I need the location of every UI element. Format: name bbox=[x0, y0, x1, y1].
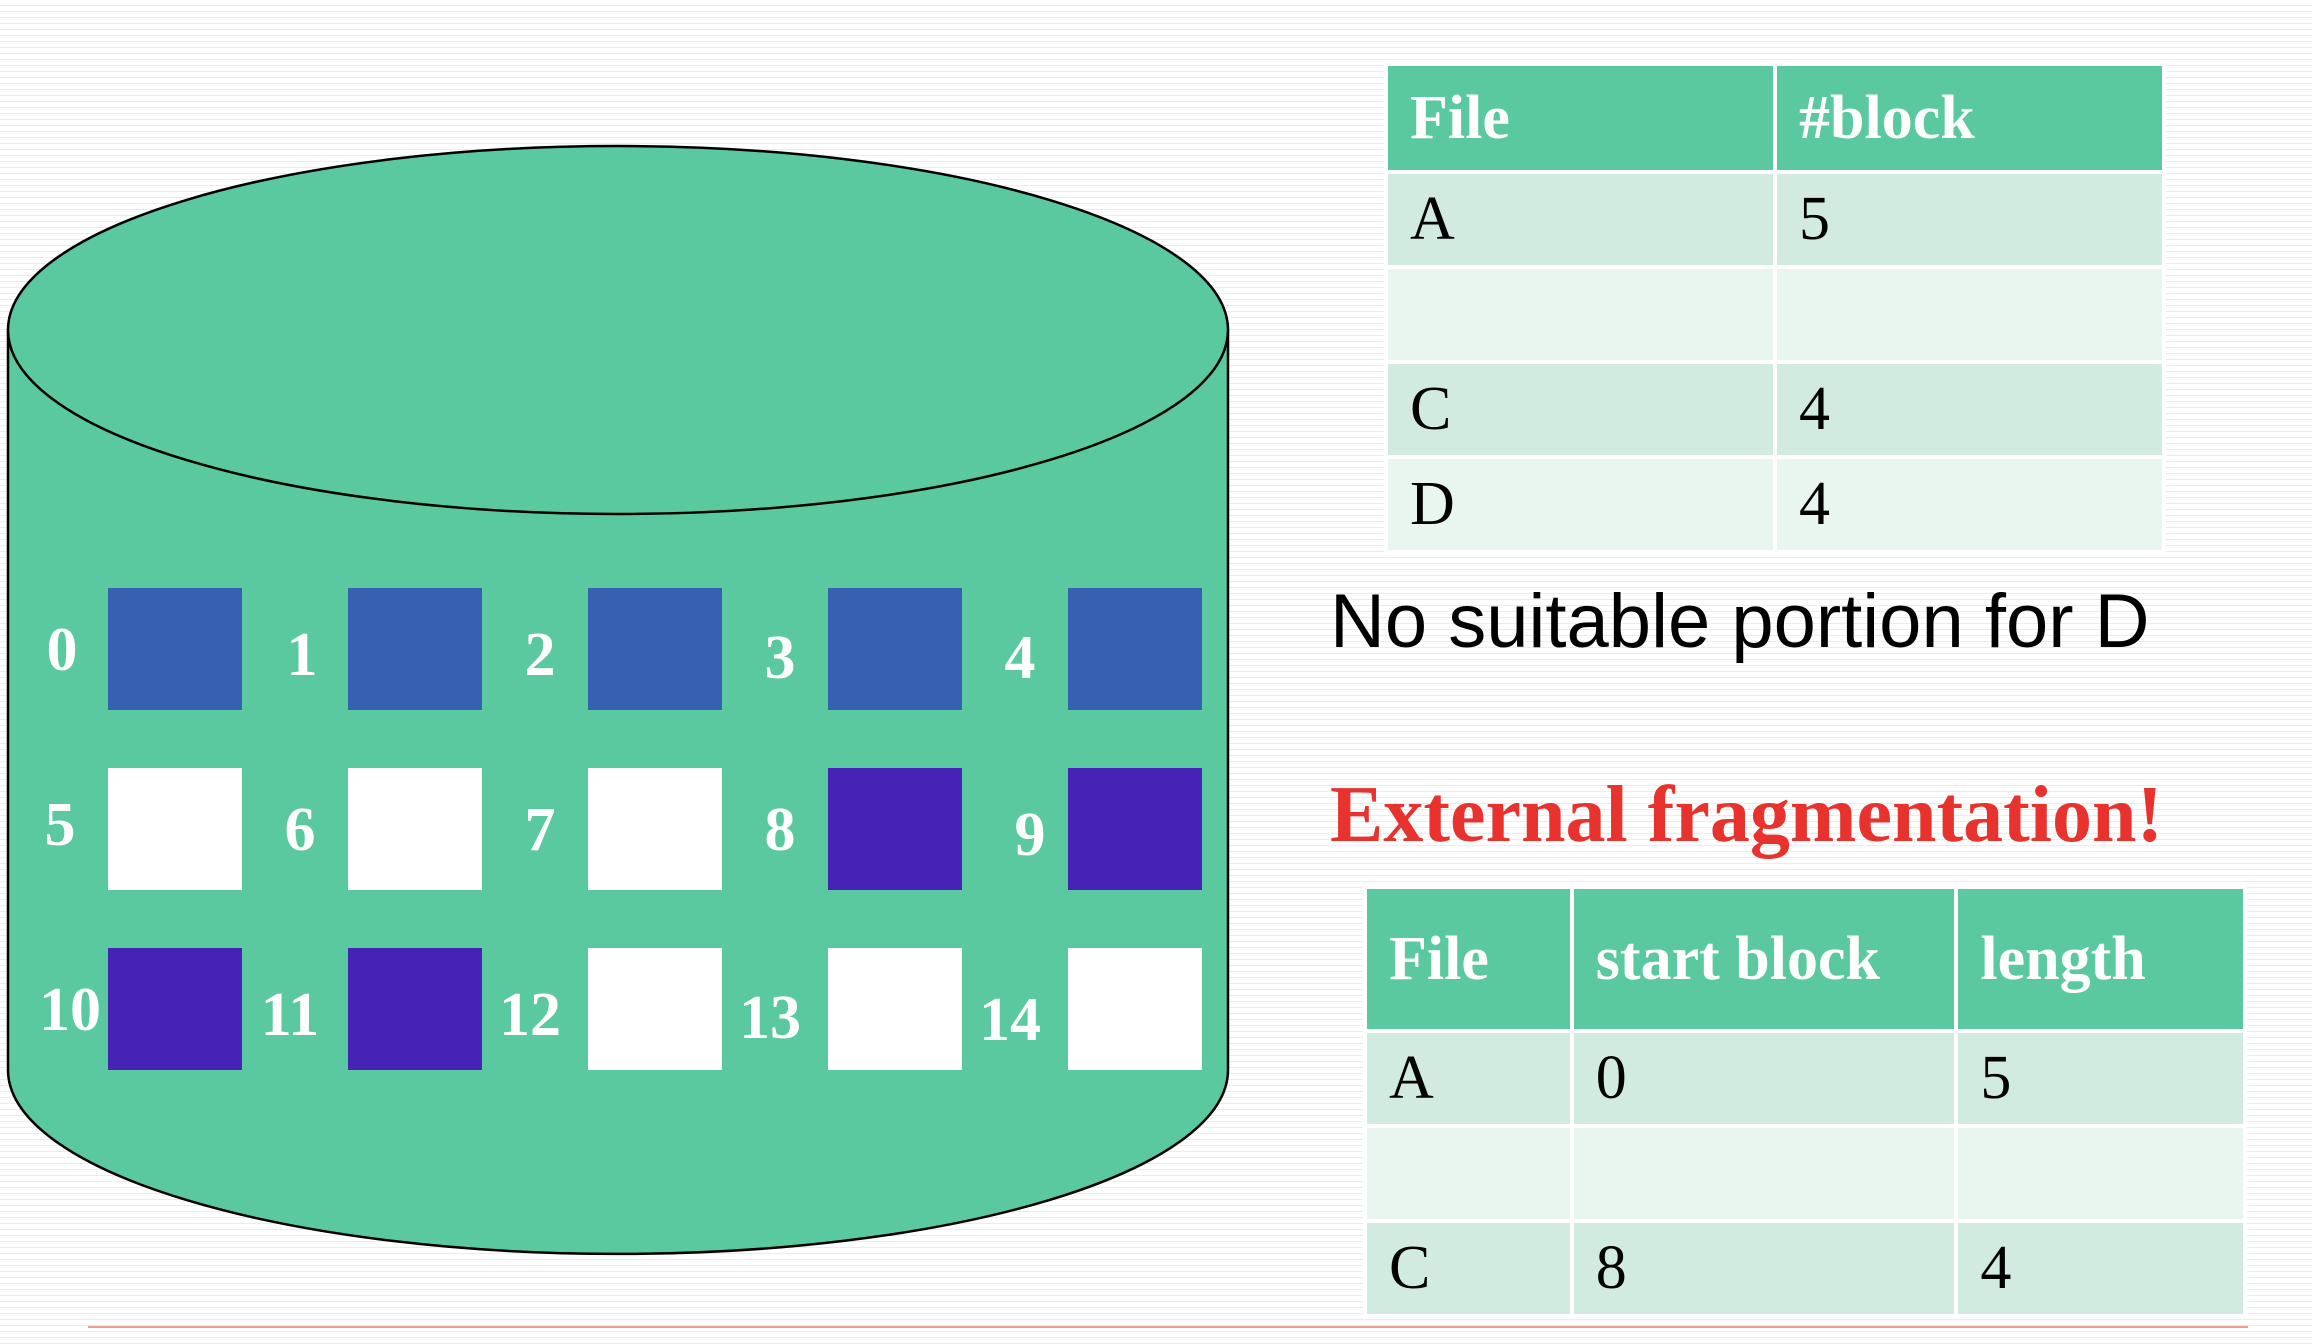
cell-block-count: 5 bbox=[1773, 170, 2166, 269]
cell-file: C bbox=[1384, 360, 1777, 459]
cell-start-block: 0 bbox=[1569, 1029, 1959, 1128]
cell-file bbox=[1363, 1124, 1574, 1223]
external-fragmentation-alert: External fragmentation! bbox=[1330, 771, 2164, 859]
cell-file: A bbox=[1384, 170, 1777, 269]
disk-block-number: 3 bbox=[765, 624, 796, 692]
disk-block-0 bbox=[108, 588, 242, 710]
column-header-block-count: #block bbox=[1773, 62, 2166, 174]
disk-block-4 bbox=[1068, 588, 1202, 710]
cell-block-count bbox=[1773, 265, 2166, 364]
disk-block-number: 0 bbox=[47, 616, 78, 684]
disk-top bbox=[6, 144, 1230, 516]
disk-block-number: 8 bbox=[765, 796, 796, 864]
disk-block-number: 9 bbox=[1015, 801, 1046, 869]
cell-block-count: 4 bbox=[1773, 360, 2166, 459]
disk-block-number: 1 bbox=[287, 621, 318, 689]
cell-start-block: 8 bbox=[1569, 1219, 1959, 1318]
disk-block-number: 14 bbox=[979, 986, 1041, 1054]
cell-file: A bbox=[1363, 1029, 1574, 1128]
cell-length: 5 bbox=[1954, 1029, 2247, 1128]
disk-block-5 bbox=[108, 768, 242, 890]
table-row bbox=[1384, 265, 2166, 364]
disk-block-number: 12 bbox=[499, 981, 561, 1049]
cell-start-block bbox=[1569, 1124, 1959, 1223]
table-row: C 4 bbox=[1384, 360, 2166, 459]
disk-block-number: 4 bbox=[1005, 624, 1036, 692]
disk-block-6 bbox=[348, 768, 482, 890]
column-header-start-block: start block bbox=[1569, 885, 1959, 1033]
disk-block-number: 7 bbox=[525, 796, 556, 864]
column-header-file: File bbox=[1363, 885, 1574, 1033]
disk-block-9 bbox=[1068, 768, 1202, 890]
disk-block-number: 10 bbox=[39, 976, 101, 1044]
block-table-header-row: File #block bbox=[1384, 62, 2166, 174]
cell-file bbox=[1384, 265, 1777, 364]
disk-block-1 bbox=[348, 588, 482, 710]
table-row bbox=[1363, 1124, 2247, 1223]
disk-block-10 bbox=[108, 948, 242, 1070]
disk-block-12 bbox=[588, 948, 722, 1070]
cell-file: D bbox=[1384, 455, 1777, 554]
cell-length bbox=[1954, 1124, 2247, 1223]
table-row: A 5 bbox=[1384, 170, 2166, 269]
column-header-length: length bbox=[1954, 885, 2247, 1033]
disk-block-11 bbox=[348, 948, 482, 1070]
disk-block-number: 11 bbox=[261, 981, 320, 1049]
disk-block-number: 13 bbox=[739, 984, 801, 1052]
disk-block-2 bbox=[588, 588, 722, 710]
block-count-table: File #block A 5 C 4 D 4 bbox=[1384, 62, 2166, 554]
disk-block-3 bbox=[828, 588, 962, 710]
extent-table-header-row: File start block length bbox=[1363, 885, 2247, 1033]
cell-length: 4 bbox=[1954, 1219, 2247, 1318]
disk-block-13 bbox=[828, 948, 962, 1070]
footer-divider bbox=[88, 1326, 2248, 1328]
disk-block-number: 5 bbox=[45, 791, 76, 859]
table-row: D 4 bbox=[1384, 455, 2166, 554]
disk-block-number: 6 bbox=[285, 796, 316, 864]
disk-block-8 bbox=[828, 768, 962, 890]
no-suitable-portion-message: No suitable portion for D bbox=[1330, 579, 2150, 664]
cell-file: C bbox=[1363, 1219, 1574, 1318]
table-row: A 0 5 bbox=[1363, 1029, 2247, 1128]
column-header-file: File bbox=[1384, 62, 1777, 174]
table-row: C 8 4 bbox=[1363, 1219, 2247, 1318]
disk-block-14 bbox=[1068, 948, 1202, 1070]
cell-block-count: 4 bbox=[1773, 455, 2166, 554]
disk-block-number: 2 bbox=[525, 621, 556, 689]
extent-allocation-table: File start block length A 0 5 C 8 4 bbox=[1363, 885, 2247, 1318]
disk-block-7 bbox=[588, 768, 722, 890]
